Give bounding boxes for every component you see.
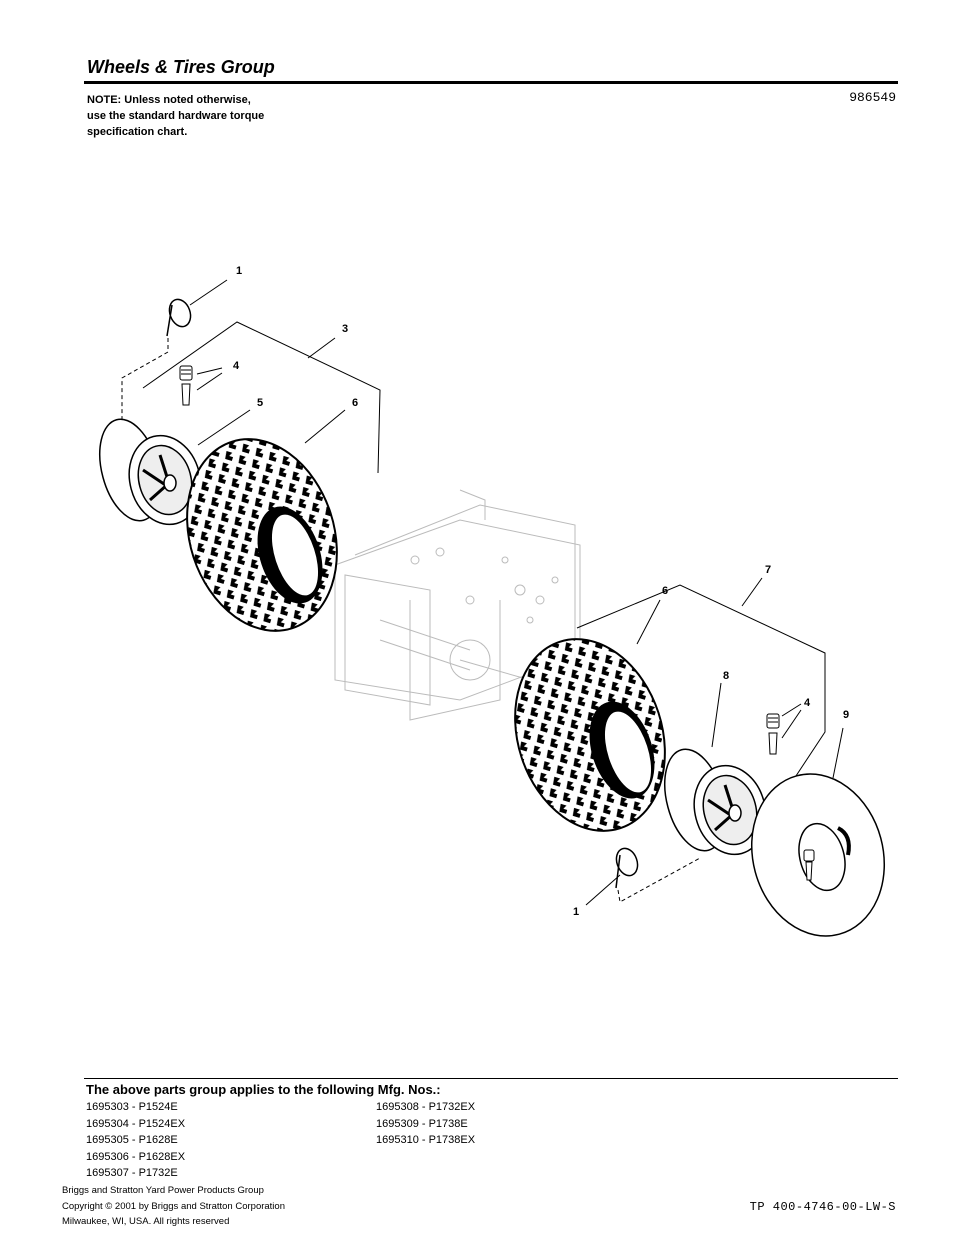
valve-stem-bottom [766,713,780,755]
callout-1-bottom: 1 [573,906,579,918]
applicability-rule [84,1078,898,1079]
mfg-item: 1695308 - P1732EX [376,1101,476,1113]
mfg-item: 1695305 - P1628E [86,1134,178,1146]
rim-right [664,748,767,856]
mfg-list-column-1: 1695303 - P1524E 1695304 - P1524EX 16953… [86,1099,185,1182]
callout-6-top: 6 [352,397,358,409]
callout-6-bottom: 6 [662,585,668,597]
rim-left [99,418,202,526]
mfg-item: 1695304 - P1524EX [86,1117,186,1130]
hitch-pin-top [166,298,192,337]
drawing-number: 986549 [849,90,896,105]
mfg-item: 1695309 - P1738E [376,1117,468,1130]
footer-copyright: Briggs and Stratton Yard Power Products … [62,1183,285,1230]
mfg-item: 1695310 - P1738EX [376,1134,476,1146]
tire-right [514,638,666,832]
applicability-heading: The above parts group applies to the fol… [86,1082,441,1097]
mfg-item: 1695303 - P1524E [86,1101,178,1113]
chassis-frame-ghost [334,489,581,721]
inner-tube [750,773,886,937]
mfg-item: 1695307 - P1732E [86,1167,178,1179]
tire-left [186,438,338,632]
callout-4-bottom: 4 [804,697,811,709]
callout-7: 7 [765,564,771,576]
torque-note: NOTE: Unless noted otherwise, use the st… [87,92,307,140]
mfg-item: 1695306 - P1628EX [86,1150,186,1163]
page-title: Wheels & Tires Group [87,57,275,77]
footer-location: Milwaukee, WI, USA. All rights reserved [62,1216,230,1227]
tp-number: TP 400-4746-00-LW-S [749,1200,896,1214]
callout-4-top: 4 [233,360,240,372]
header-rule [84,81,898,84]
note-line-3: specification chart. [87,126,188,138]
footer-copyright-line: Copyright © 2001 by Briggs and Stratton … [62,1200,285,1212]
footer-company: Briggs and Stratton Yard Power Products … [62,1185,264,1196]
callout-9: 9 [843,709,849,721]
callout-5: 5 [257,397,263,409]
exploded-parts-diagram: 1 3 4 5 6 7 6 [99,265,886,937]
callout-8: 8 [723,670,729,682]
valve-stem-top [179,365,193,406]
note-line-2: use the standard hardware torque [87,110,265,122]
callout-3: 3 [342,323,348,335]
note-line-1: NOTE: Unless noted otherwise, [87,94,251,106]
mfg-list-column-2: 1695308 - P1732EX 1695309 - P1738E 16953… [376,1099,475,1149]
callout-1-top: 1 [236,265,242,277]
hitch-pin-bottom [615,847,639,889]
